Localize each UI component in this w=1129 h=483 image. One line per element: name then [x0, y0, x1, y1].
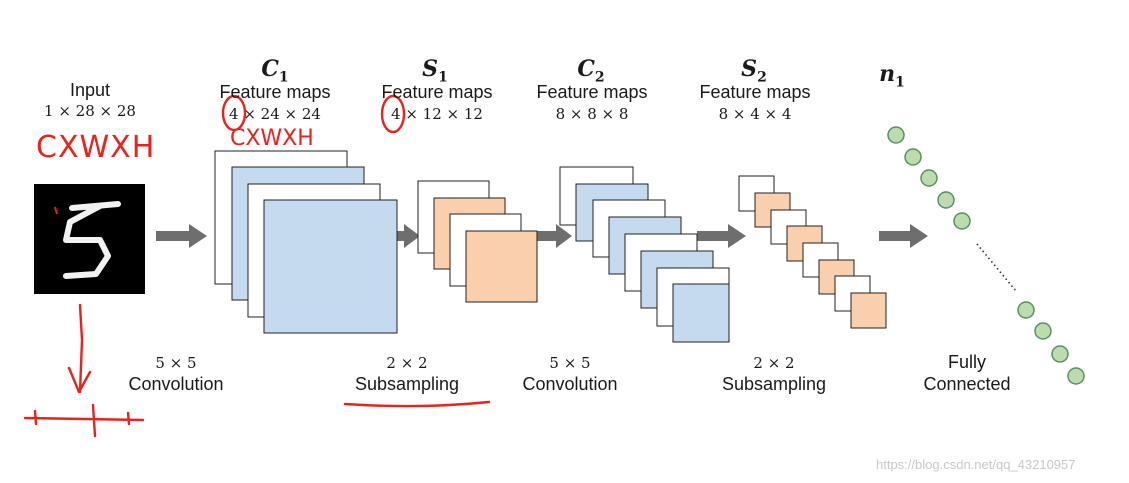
c2-dims: 8 × 8 × 8 — [555, 105, 629, 123]
watermark: https://blog.csdn.net/qq_43210957 — [876, 457, 1076, 472]
arrow-s2-to-fc — [879, 224, 928, 248]
sub2-kernel: 2 × 2 — [753, 354, 795, 372]
fc-node — [920, 169, 938, 187]
arrow-s1-to-c2 — [537, 224, 572, 248]
s1-layer-name: S1 — [422, 56, 448, 86]
fc-label-line2: Connected — [923, 374, 1011, 394]
c1-feature-maps-title: Feature maps — [219, 82, 331, 102]
arrow-c2-to-s2 — [697, 224, 746, 248]
s1-feature-maps — [417, 180, 538, 303]
sub2-label: Subsampling — [721, 374, 827, 394]
sub1-kernel: 2 × 2 — [386, 354, 428, 372]
conv1-label: Convolution — [128, 374, 224, 394]
c1-feature-maps — [214, 150, 398, 334]
arrow-c1-to-s1 — [397, 224, 420, 248]
c2-feature-maps — [559, 166, 730, 343]
c1-dims: 4 × 24 × 24 — [229, 105, 321, 123]
fc-node — [1067, 367, 1085, 385]
s1-map-4 — [465, 230, 538, 303]
conv2-kernel: 5 × 5 — [549, 354, 591, 372]
fc-node — [887, 126, 905, 144]
c1-map-4 — [263, 199, 398, 334]
fc-node — [1017, 301, 1035, 319]
input-image — [34, 184, 145, 294]
s1-feature-maps-title: Feature maps — [381, 82, 493, 102]
fc-node — [1051, 345, 1069, 363]
c2-map-8 — [672, 283, 730, 343]
ink-underline — [343, 400, 491, 408]
c2-feature-maps-title: Feature maps — [536, 82, 648, 102]
c1-layer-name: C1 — [261, 56, 289, 86]
s2-layer-name: S2 — [741, 56, 767, 86]
fc-ellipsis-dots — [976, 243, 1017, 292]
ink-tick-line — [23, 403, 145, 438]
n1-layer-name: n1 — [879, 61, 905, 91]
ink-circle-c1-channels — [221, 94, 247, 132]
s2-dims: 8 × 4 × 4 — [718, 105, 792, 123]
fc-node — [937, 191, 955, 209]
handwritten-text-c1: CXWXH — [230, 126, 314, 151]
handwritten-text-left: CXWXH — [36, 130, 156, 165]
sub1-label: Subsampling — [354, 374, 460, 394]
ink-circle-s1-channels — [380, 94, 406, 134]
fc-node — [904, 148, 922, 166]
handwritten-annotations — [23, 94, 491, 438]
conv2-label: Convolution — [522, 374, 618, 394]
fc-nodes — [887, 126, 1085, 385]
ink-arrow-down — [67, 303, 92, 394]
c2-layer-name: C2 — [577, 56, 605, 86]
input-dims: 1 × 28 × 28 — [44, 102, 136, 120]
fc-node — [953, 212, 971, 230]
s2-map-8 — [850, 292, 887, 329]
conv1-kernel: 5 × 5 — [155, 354, 197, 372]
s1-dims: 4 × 12 × 12 — [391, 105, 483, 123]
fc-label-line1: Fully — [947, 352, 986, 372]
s2-feature-maps-title: Feature maps — [699, 82, 811, 102]
input-title: Input — [69, 80, 111, 100]
fc-node — [1034, 322, 1052, 340]
s2-feature-maps — [738, 175, 887, 329]
arrow-input-to-c1 — [156, 224, 207, 248]
